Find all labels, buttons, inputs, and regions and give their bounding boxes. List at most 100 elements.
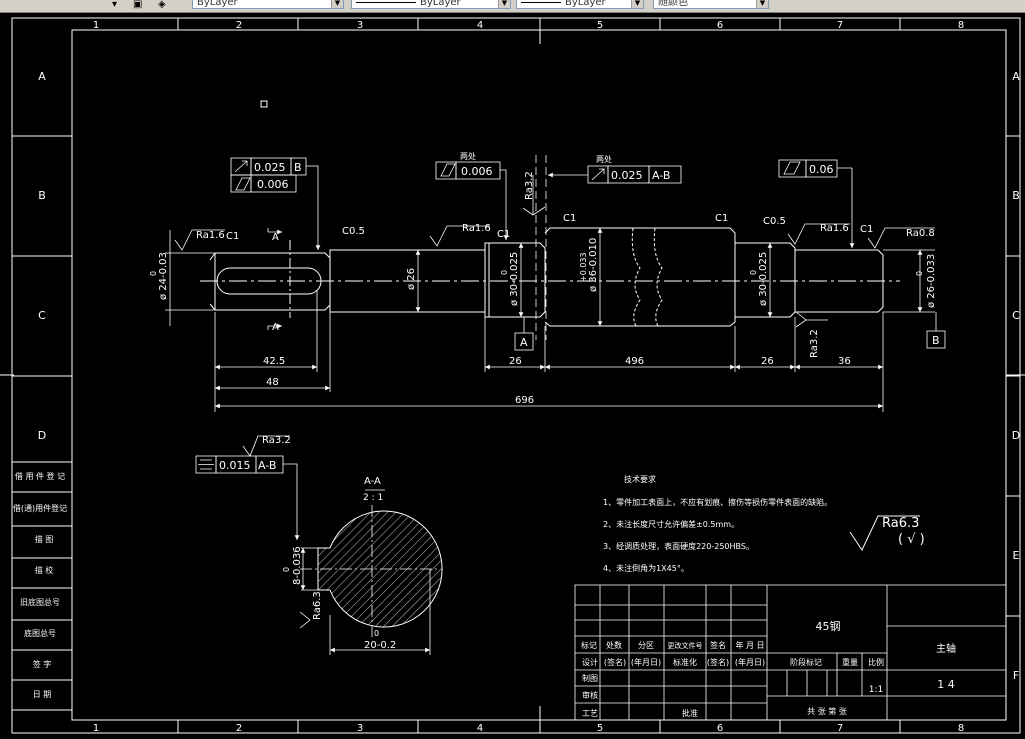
tb-h-std: 标准化 <box>673 657 697 667</box>
dim-dia-right: ø 26-0.033 <box>926 254 937 308</box>
section-width-dim: 20-0.2 <box>364 640 396 651</box>
tb-h-design: 设计 <box>582 657 598 667</box>
tb-h-check: 审核 <box>582 690 598 700</box>
dim-len-496: 496 <box>625 356 644 367</box>
side-registration-table: 借 用 件 登 记 借(通)用件登记 描 图 描 校 旧底图总号 底图总号 签 … <box>12 461 72 711</box>
dim-dia-right-upper: 0 <box>915 271 924 276</box>
tb-h-count: 处数 <box>606 640 622 650</box>
frame-row-dividers <box>0 135 1025 617</box>
dimension-text: ø 24-0.03 0 ø 26 ø 30-0.025 0 ø 36-0.010… <box>149 213 937 406</box>
cylindricity-icon <box>235 177 251 191</box>
color-dropdown-value: 随颜色 <box>658 0 688 8</box>
col-label: 1 <box>93 723 99 734</box>
row-label: B <box>1012 189 1020 202</box>
roughness-label: Ra1.6 <box>196 230 225 241</box>
dim-len-26a: 26 <box>509 356 522 367</box>
linetype-dropdown[interactable]: ByLayer ▼ <box>351 0 511 9</box>
chamfer-label: C0.5 <box>342 226 365 237</box>
col-label: 7 <box>837 723 843 734</box>
tb-h-mark: 标记 <box>581 640 597 650</box>
chevron-down-icon[interactable]: ▼ <box>331 0 343 8</box>
tb-drawing-no: 1 4 <box>937 678 955 691</box>
pickbox-cursor <box>260 100 268 108</box>
section-title: A-A <box>364 476 381 487</box>
lineweight-dropdown-value: ByLayer <box>565 0 606 8</box>
layer-previous-icon[interactable]: ◈ <box>158 0 166 10</box>
linetype-sample <box>356 1 416 3</box>
dim-len-26b: 26 <box>761 356 774 367</box>
dim-dia-30b: ø 30-0.025 <box>758 252 769 306</box>
dim-len-42-5: 42.5 <box>263 356 285 367</box>
break-line-2 <box>653 227 663 327</box>
layer-dropdown[interactable]: ByLayer ▼ <box>192 0 344 9</box>
chevron-down-icon[interactable]: ▼ <box>756 0 768 8</box>
side-table-label: 描 图 <box>35 534 54 544</box>
chamfer-label: C1 <box>226 231 239 242</box>
col-label: 4 <box>477 20 483 31</box>
section-label-a-bottom: A <box>272 322 279 333</box>
col-label: 1 <box>93 20 99 31</box>
general-roughness-label: Ra6.3 <box>882 516 919 531</box>
dim-dia-30a-upper: 0 <box>500 270 509 275</box>
roughness-label: Ra3.2 <box>809 329 820 358</box>
dim-dia-36-upper: +0.033 <box>579 252 588 282</box>
gdt-value: 0.025 <box>254 161 286 174</box>
datum-label: B <box>932 334 940 347</box>
side-table-label: 旧底图总号 <box>20 597 60 607</box>
roughness-label: Ra0.8 <box>906 228 935 239</box>
gdt-value: 0.06 <box>809 163 834 176</box>
chevron-down-icon[interactable]: ▼ <box>631 0 643 8</box>
tb-h-sheets: 共 张 第 张 <box>807 706 847 716</box>
row-label: E <box>1013 549 1020 562</box>
linetype-dropdown-value: ByLayer <box>420 0 461 8</box>
gdt-note: 两处 <box>460 151 476 161</box>
chevron-down-icon[interactable]: ▼ <box>498 0 510 8</box>
tb-h-sign: 签名 <box>710 640 726 650</box>
roughness-label: Ra3.2 <box>262 435 291 446</box>
tb-h-docno: 更改文件号 <box>668 641 703 650</box>
gdt-datum-ref: B <box>294 161 302 174</box>
side-table-label: 底图总号 <box>24 628 56 638</box>
general-roughness-symbol <box>849 515 920 552</box>
shaft-segment-30b <box>735 242 796 318</box>
section-width-dim-upper: 0 <box>374 629 379 638</box>
runout-icon <box>591 168 605 181</box>
drawing-frame <box>0 17 1025 734</box>
notes-title: 技术要求 <box>624 474 656 484</box>
side-table-label: 日 期 <box>33 690 52 699</box>
col-label: 8 <box>958 20 964 31</box>
dim-dia-30b-upper: 0 <box>749 270 758 275</box>
row-label: B <box>38 189 46 202</box>
col-label: 6 <box>717 723 723 734</box>
dim-dia-left: ø 24-0.03 <box>158 252 169 300</box>
layer-states-icon[interactable]: ▾ <box>112 0 118 10</box>
col-label: 5 <box>597 723 603 734</box>
roughness-text: Ra1.6 Ra1.6 Ra3.2 Ra1.6 Ra0.8 Ra3.2 Ra3.… <box>196 171 935 620</box>
col-label: 2 <box>236 20 242 31</box>
section-label-a-top: A <box>272 232 279 243</box>
roughness-label: Ra1.6 <box>462 223 491 234</box>
chamfer-label: C1 <box>563 213 576 224</box>
tb-h-yymmdd: (年月日) <box>631 657 661 667</box>
tb-part-name: 主轴 <box>936 642 956 655</box>
tb-h-signname: (签名) <box>604 657 626 667</box>
gdt-frames <box>195 155 946 540</box>
drawing-canvas[interactable]: 1 2 3 4 5 6 7 8 1 2 3 4 5 6 7 8 A B C D … <box>0 12 1025 735</box>
shaft-segment-right <box>795 249 884 313</box>
tb-h-draw: 制图 <box>582 673 598 683</box>
tb-h-signname2: (签名) <box>707 657 729 667</box>
color-dropdown[interactable]: 随颜色 ▼ <box>653 0 769 9</box>
dim-len-36: 36 <box>838 356 851 367</box>
dim-dia-36: ø 36-0.010 <box>588 238 599 292</box>
tb-material: 45钢 <box>816 620 841 633</box>
dim-len-696: 696 <box>515 395 534 406</box>
tb-h-ratio: 比例 <box>868 657 884 667</box>
layer-dropdown-value: ByLayer <box>197 0 238 8</box>
tb-h-zone: 分区 <box>638 641 654 650</box>
runout-icon <box>234 160 248 173</box>
chamfer-label: C0.5 <box>763 216 786 227</box>
lineweight-dropdown[interactable]: ByLayer ▼ <box>516 0 644 9</box>
note-item: 2、未注长度尺寸允许偏差±0.5mm。 <box>603 519 739 529</box>
row-label: C <box>38 309 46 322</box>
layer-manager-icon[interactable]: ▣ <box>133 0 143 10</box>
